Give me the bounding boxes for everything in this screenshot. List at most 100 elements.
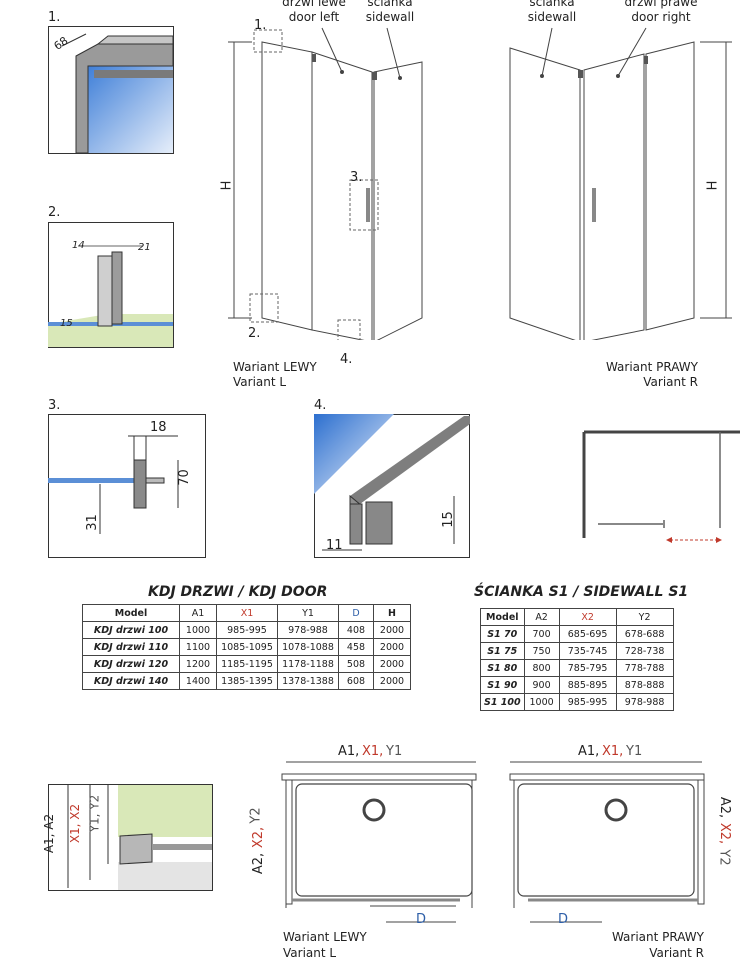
detail-3-profile-drawing bbox=[48, 414, 206, 558]
left-callout-4: 4. bbox=[340, 352, 353, 367]
right-h-label: H bbox=[705, 180, 721, 191]
door-cell: 1100 bbox=[179, 638, 217, 656]
plan-left-dim-y1: Y1 bbox=[386, 744, 403, 759]
detail-3-dim-18: 18 bbox=[150, 420, 167, 435]
plan-left-dim-y2: Y2 bbox=[248, 807, 264, 824]
plan-right-dim-d: D bbox=[558, 912, 569, 927]
plan-right-dim-a2: A2, bbox=[717, 796, 733, 819]
side-cell: 778-788 bbox=[615, 659, 674, 677]
side-cell: 978-988 bbox=[615, 693, 674, 711]
side-cell: 985-995 bbox=[558, 693, 617, 711]
door-cell: 2000 bbox=[373, 638, 411, 656]
door-cell: 508 bbox=[338, 655, 374, 673]
plan-right-dim-x1: X1, bbox=[602, 744, 624, 759]
plan-right-dim-x2: X2, bbox=[717, 822, 733, 845]
side-profile-detail bbox=[48, 784, 213, 891]
plan-left-label-en: Variant L bbox=[283, 946, 337, 960]
detail-3-number: 3. bbox=[48, 398, 61, 413]
top-view-schematic bbox=[582, 430, 740, 543]
side-cell: S1 100 bbox=[480, 693, 525, 711]
detail-2-profile-drawing bbox=[48, 222, 174, 348]
door-th-x1: X1 bbox=[216, 604, 278, 622]
variant-right-label-en: Variant R bbox=[643, 375, 698, 389]
table-row: S1 100 1000 985-995 978-988 bbox=[480, 693, 674, 711]
door-cell: 408 bbox=[338, 621, 374, 639]
detail-2-dim-21: 21 bbox=[138, 242, 151, 253]
variant-left-label-en: Variant L bbox=[233, 375, 287, 389]
door-cell: 2000 bbox=[373, 672, 411, 690]
door-cell: 1185-1195 bbox=[216, 655, 278, 673]
plan-right-label-en: Variant R bbox=[649, 946, 704, 960]
sidewall-right-label-pl: ścianka bbox=[529, 0, 575, 9]
sidewall-left-label-en: sidewall bbox=[365, 10, 415, 24]
door-cell: KDJ drzwi 110 bbox=[82, 638, 180, 656]
left-callout-3: 3. bbox=[350, 170, 363, 185]
plan-left-label-pl: Wariant LEWY bbox=[283, 930, 367, 944]
detail-3-dim-70: 70 bbox=[176, 469, 192, 486]
detail-4-dim-15: 15 bbox=[440, 511, 456, 528]
table-row: KDJ drzwi 100 1000 985-995 978-988 408 2… bbox=[82, 621, 411, 639]
side-cell: 750 bbox=[523, 642, 560, 660]
side-cell: S1 75 bbox=[480, 642, 525, 660]
detail-1-profile-drawing bbox=[48, 26, 174, 154]
door-table: Model A1 X1 Y1 D H KDJ drzwi 100 1000 98… bbox=[82, 604, 411, 690]
door-cell: 458 bbox=[338, 638, 374, 656]
plan-right-label-pl: Wariant PRAWY bbox=[611, 930, 704, 944]
door-cell: 1085-1095 bbox=[216, 638, 278, 656]
left-callout-2: 2. bbox=[248, 326, 261, 341]
door-left-label-pl: drzwi lewe bbox=[282, 0, 346, 9]
detail-3-dim-31: 31 bbox=[84, 514, 100, 531]
side-cell: 678-688 bbox=[615, 625, 674, 643]
variant-right-label-pl: Wariant PRAWY bbox=[605, 360, 698, 374]
door-cell: 2000 bbox=[373, 621, 411, 639]
right-variant-elevation bbox=[509, 27, 732, 340]
table-row: S1 70 700 685-695 678-688 bbox=[480, 625, 674, 643]
side-dim-x: X1, X2 bbox=[68, 803, 83, 844]
door-cell: KDJ drzwi 140 bbox=[82, 672, 180, 690]
detail-2-number: 2. bbox=[48, 205, 61, 220]
door-cell: 1178-1188 bbox=[277, 655, 339, 673]
door-right-label-en: door right bbox=[631, 10, 691, 24]
side-cell: S1 80 bbox=[480, 659, 525, 677]
side-th-y2: Y2 bbox=[615, 608, 674, 626]
detail-4-profile-drawing bbox=[314, 414, 470, 558]
plan-left-drawing bbox=[281, 761, 477, 923]
plan-right-dim-y1: Y1 bbox=[626, 744, 643, 759]
door-cell: 1385-1395 bbox=[216, 672, 278, 690]
left-variant-elevation bbox=[228, 27, 423, 340]
door-th-a1: A1 bbox=[179, 604, 217, 622]
side-cell: 700 bbox=[523, 625, 560, 643]
sidewall-left-label-pl: ścianka bbox=[367, 0, 413, 9]
left-callout-1: 1. bbox=[254, 18, 267, 33]
door-cell: 1000 bbox=[179, 621, 217, 639]
table-row: KDJ drzwi 110 1100 1085-1095 1078-1088 4… bbox=[82, 638, 411, 656]
sidewall-table: Model A2 X2 Y2 S1 70 700 685-695 678-688… bbox=[480, 608, 674, 711]
side-th-model: Model bbox=[480, 608, 525, 626]
door-th-y1: Y1 bbox=[277, 604, 339, 622]
detail-2-dim-15: 15 bbox=[60, 318, 73, 329]
side-cell: S1 70 bbox=[480, 625, 525, 643]
door-cell: 978-988 bbox=[277, 621, 339, 639]
side-cell: 785-795 bbox=[558, 659, 617, 677]
door-cell: 608 bbox=[338, 672, 374, 690]
side-cell: 685-695 bbox=[558, 625, 617, 643]
table-row: S1 75 750 735-745 728-738 bbox=[480, 642, 674, 660]
sidewall-table-title: ŚCIANKA S1 / SIDEWALL S1 bbox=[474, 584, 689, 600]
door-th-model: Model bbox=[82, 604, 180, 622]
side-cell: 1000 bbox=[523, 693, 560, 711]
side-cell: 735-745 bbox=[558, 642, 617, 660]
plan-right-dim-a1: A1, bbox=[578, 744, 600, 759]
detail-1-number: 1. bbox=[48, 10, 61, 25]
side-dim-a: A1, A2 bbox=[42, 813, 57, 854]
left-h-label: H bbox=[219, 180, 235, 191]
door-cell: KDJ drzwi 100 bbox=[82, 621, 180, 639]
side-cell: 878-888 bbox=[615, 676, 674, 694]
door-left-label-en: door left bbox=[288, 10, 340, 24]
plan-left-dim-a1: A1, bbox=[338, 744, 360, 759]
side-th-a2: A2 bbox=[523, 608, 560, 626]
door-right-label-pl: drzwi prawe bbox=[624, 0, 698, 9]
door-cell: 1400 bbox=[179, 672, 217, 690]
door-cell: 1078-1088 bbox=[277, 638, 339, 656]
plan-right-dim-y2: Y2 bbox=[716, 849, 732, 866]
plan-right-drawing bbox=[509, 761, 705, 923]
